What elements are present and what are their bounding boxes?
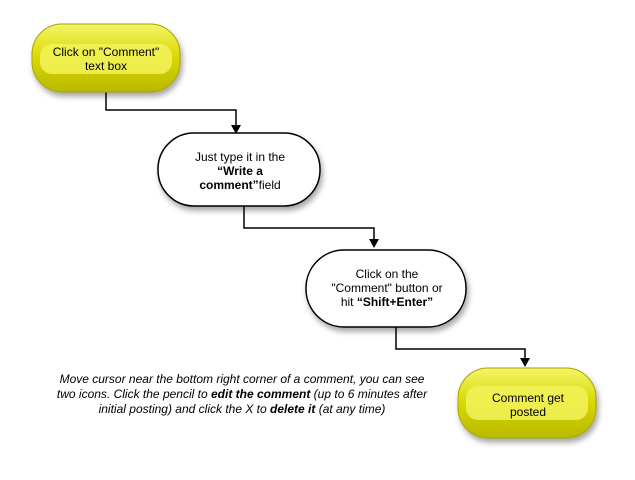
node-label-3: Click on the "Comment" button or hit “Sh… [318, 264, 456, 312]
node-click-comment-button [305, 249, 467, 328]
note-bold-edit: edit the comment [210, 387, 311, 401]
node-3-text-1: Click on the "Comment" button or hit [331, 267, 443, 309]
connector-3-4 [395, 327, 526, 363]
node-label-2: Just type it in the “Write a comment”fie… [176, 148, 304, 194]
node-2-text-1: Just type it in the [194, 150, 286, 164]
node-click-comment-textbox [31, 23, 181, 93]
node-comment-posted [457, 367, 597, 439]
node-4-text: Comment get posted [491, 391, 565, 419]
connectors [105, 92, 526, 363]
instruction-note: Move cursor near the bottom right corner… [52, 372, 432, 417]
node-1-line-2: text box [84, 59, 127, 73]
node-label-4: Comment get posted [476, 390, 580, 420]
connector-1-2 [105, 92, 237, 130]
node-1-line-1: Click on "Comment" [52, 45, 160, 59]
note-text-1: Move cursor near the bottom right corner… [56, 372, 425, 401]
arrowheads [231, 125, 530, 367]
node-2-text-2: field [258, 178, 281, 192]
node-3-text-bold: “Shift+Enter” [356, 295, 434, 309]
connector-2-3 [243, 206, 375, 244]
note-text-3: (at any time) [315, 402, 386, 416]
node-2-text-bold: “Write a comment” [199, 164, 263, 192]
node-label-1: Click on "Comment" text box [38, 40, 174, 78]
arrowhead-icon [520, 358, 530, 367]
note-bold-delete: delete it [270, 402, 316, 416]
arrowhead-icon [369, 239, 379, 248]
node-type-comment [157, 132, 321, 207]
note-text-2: (up to 6 minutes after initial posting) … [98, 387, 428, 416]
arrowhead-icon [231, 125, 241, 134]
